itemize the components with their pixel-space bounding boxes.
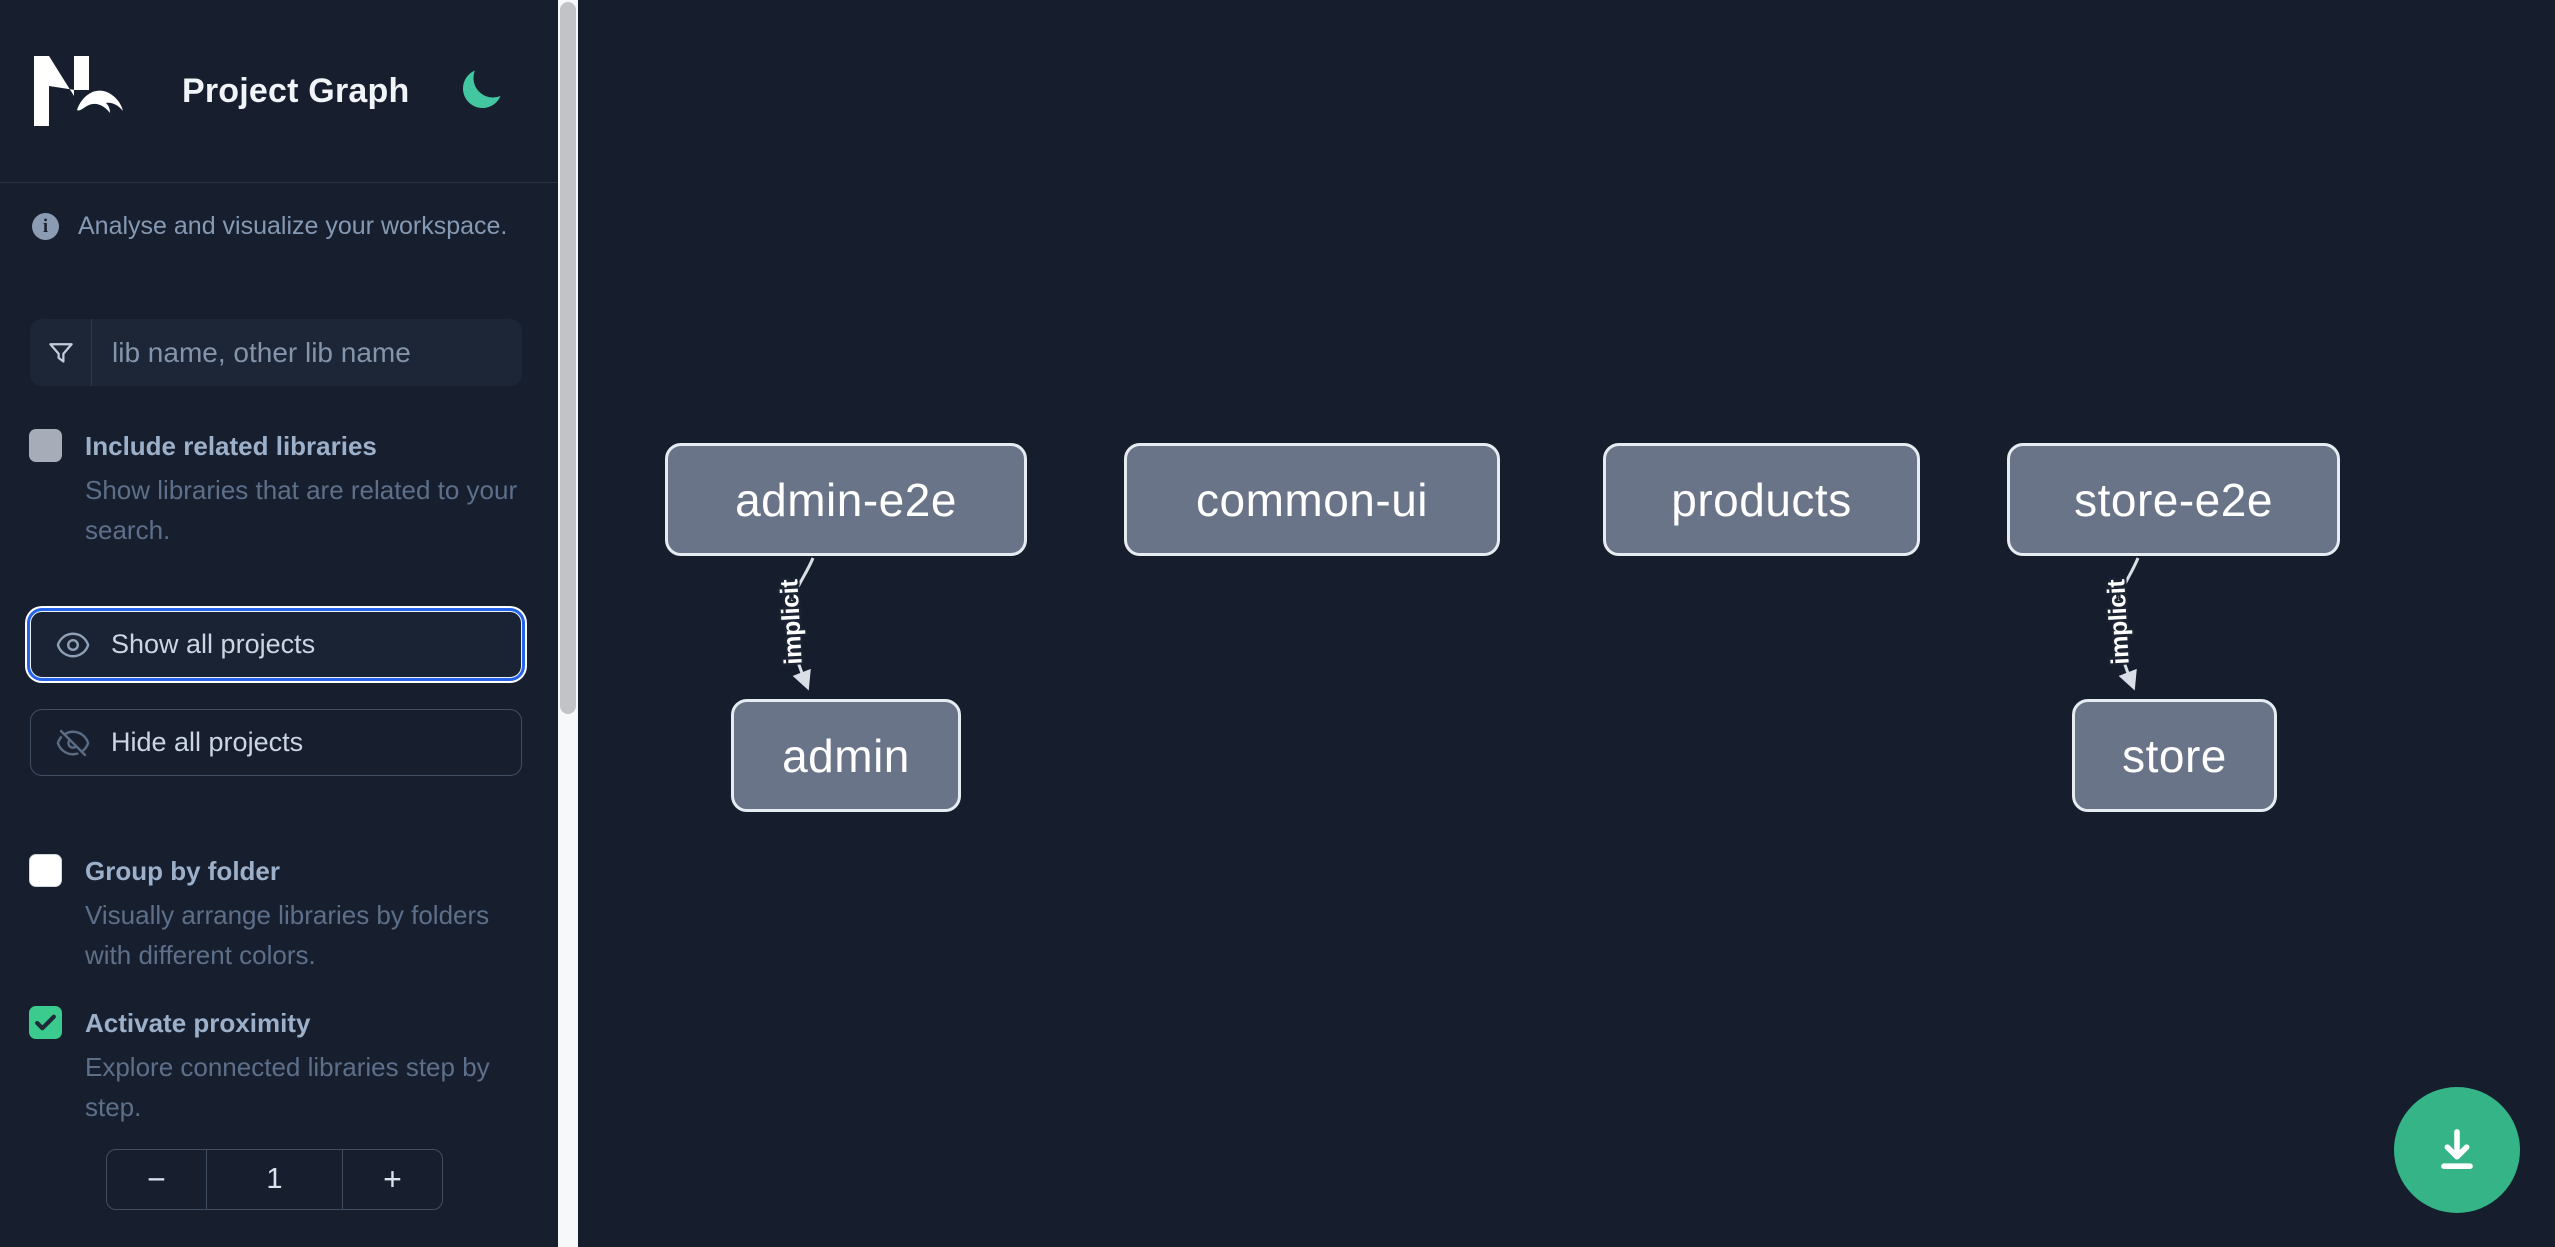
scrollbar-thumb[interactable] xyxy=(560,2,576,714)
moon-icon xyxy=(463,69,501,108)
toggle-group-by-folder: Group by folder Visually arrange librari… xyxy=(29,851,537,975)
project-node-store[interactable]: store xyxy=(2072,699,2277,812)
info-icon: i xyxy=(32,213,59,240)
project-node-products[interactable]: products xyxy=(1603,443,1920,556)
show-all-projects-button[interactable]: Show all projects xyxy=(30,611,522,678)
project-node-admin[interactable]: admin xyxy=(731,699,961,812)
theme-toggle-button[interactable] xyxy=(455,65,507,117)
sidebar-scrollbar[interactable] xyxy=(558,0,578,1247)
sidebar: Project Graph i Analyse and visualize yo… xyxy=(0,0,558,1247)
toggle-activate-proximity: Activate proximity Explore connected lib… xyxy=(29,1003,537,1127)
show-all-projects-label: Show all projects xyxy=(111,629,316,659)
project-node-store-e2e[interactable]: store-e2e xyxy=(2007,443,2340,556)
toggle-description: Visually arrange libraries by folders wi… xyxy=(85,900,490,970)
proximity-decrement-button[interactable]: − xyxy=(107,1150,206,1209)
proximity-increment-button[interactable]: + xyxy=(343,1150,442,1209)
tagline-text: Analyse and visualize your workspace. xyxy=(78,212,508,240)
search-input[interactable] xyxy=(92,319,522,386)
tagline-row: i Analyse and visualize your workspace. xyxy=(32,212,507,241)
sidebar-header: Project Graph xyxy=(0,0,558,183)
toggle-label: Activate proximity xyxy=(85,1008,311,1038)
hide-all-projects-button[interactable]: Hide all projects xyxy=(30,709,522,776)
checkbox-group-by-folder[interactable] xyxy=(29,854,62,887)
eye-icon xyxy=(56,632,90,657)
toggle-include-related-libraries: Include related libraries Show libraries… xyxy=(29,426,537,550)
proximity-value: 1 xyxy=(206,1150,343,1209)
search-box xyxy=(30,319,522,386)
edge-store-e2e-to-store[interactable] xyxy=(2114,557,2140,691)
eye-off-icon xyxy=(56,729,90,756)
checkbox-include-related xyxy=(29,429,62,462)
edge-label-implicit: implicit xyxy=(775,578,808,666)
project-node-common-ui[interactable]: common-ui xyxy=(1124,443,1500,556)
hide-all-projects-label: Hide all projects xyxy=(111,727,304,757)
graph-edges-layer xyxy=(788,557,2140,691)
toggle-description: Show libraries that are related to your … xyxy=(85,475,518,545)
checkbox-activate-proximity[interactable] xyxy=(29,1006,62,1039)
page-title: Project Graph xyxy=(182,71,410,110)
toggle-description: Explore connected libraries step by step… xyxy=(85,1052,490,1122)
nx-logo-icon xyxy=(30,52,126,130)
toggle-label: Group by folder xyxy=(85,856,280,886)
project-node-admin-e2e[interactable]: admin-e2e xyxy=(665,443,1027,556)
edge-label-implicit: implicit xyxy=(2102,578,2135,666)
graph-canvas[interactable]: implicit implicit admin-e2e common-ui pr… xyxy=(578,0,2555,1247)
download-icon xyxy=(2441,1129,2473,1169)
toggle-label: Include related libraries xyxy=(85,431,377,461)
checkmark-icon xyxy=(35,1014,56,1031)
download-graph-button[interactable] xyxy=(2394,1087,2520,1213)
edge-admin-e2e-to-admin[interactable] xyxy=(788,557,815,691)
filter-funnel-icon xyxy=(30,319,92,386)
proximity-stepper: − 1 + xyxy=(106,1149,443,1210)
